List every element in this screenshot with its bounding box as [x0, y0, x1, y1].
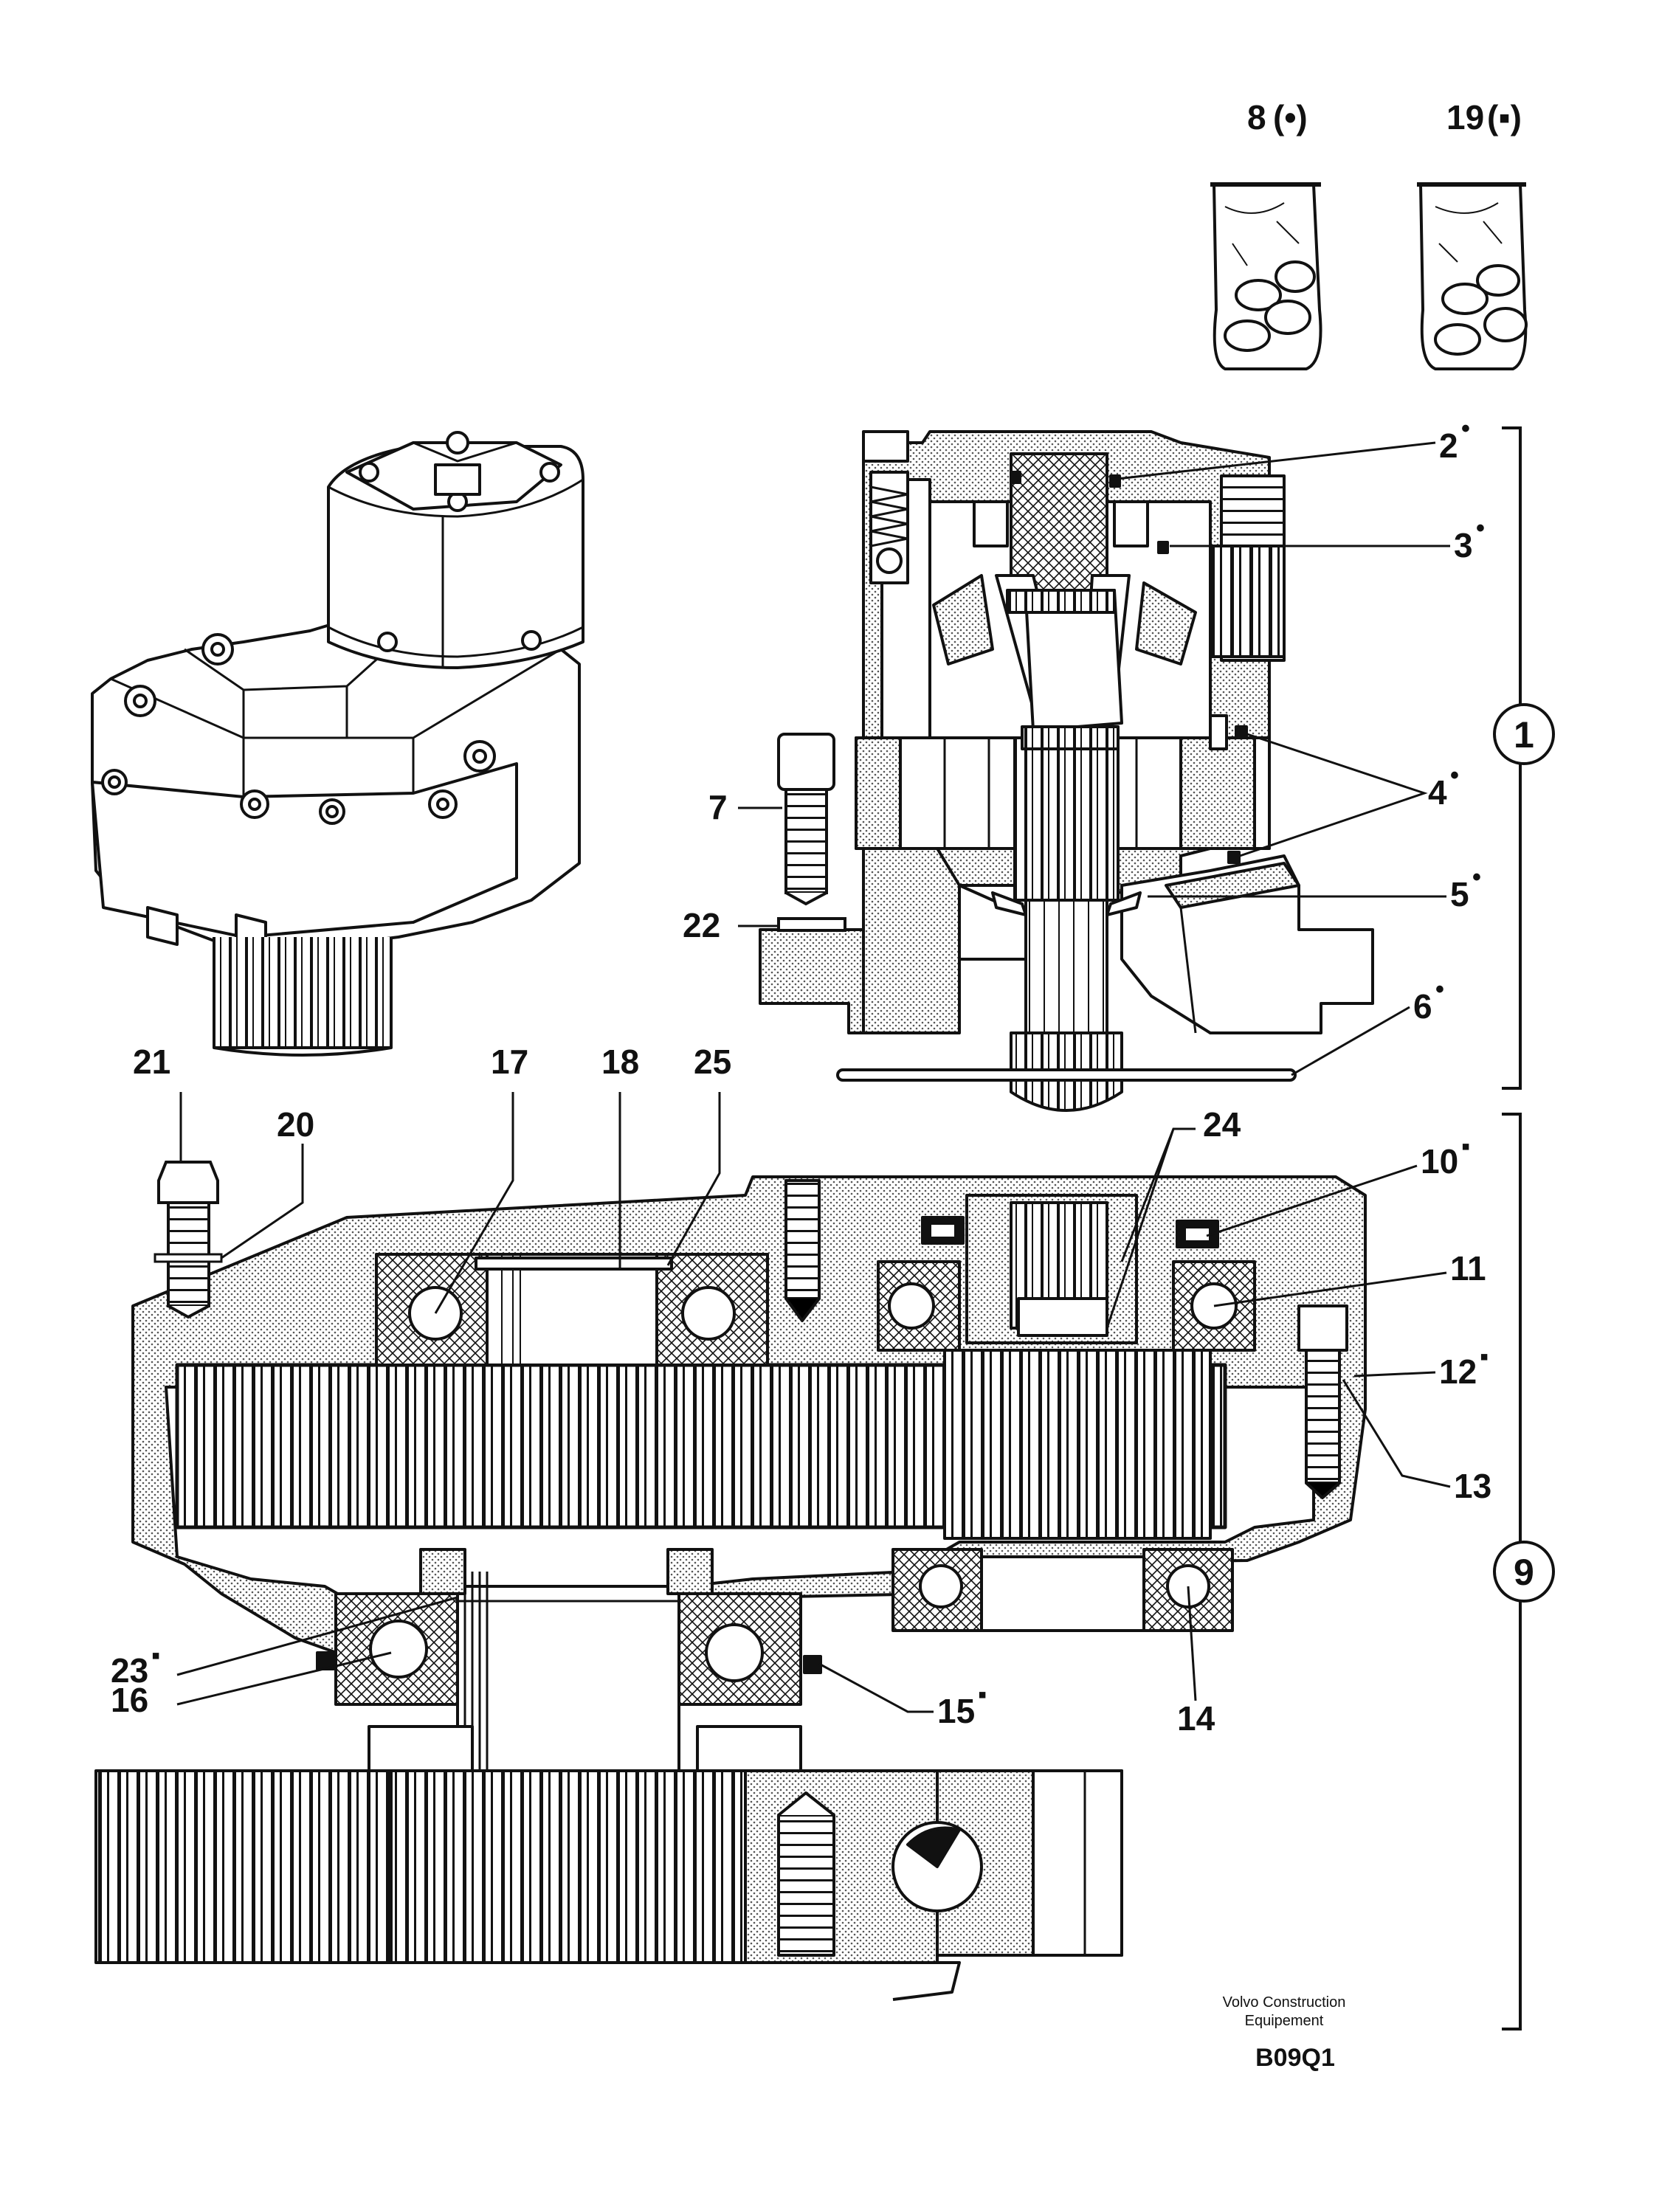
- label-15-mark: ▪: [978, 1681, 987, 1709]
- washer-22-drawing: [777, 917, 846, 932]
- diagram-code: B09Q1: [1255, 2044, 1335, 2072]
- label-12-mark: ▪: [1480, 1343, 1489, 1371]
- label-10: 10: [1421, 1142, 1458, 1181]
- output-shaft-section: [94, 1769, 1123, 2001]
- label-21: 21: [133, 1043, 170, 1081]
- group-circle-9: [1493, 1541, 1555, 1603]
- brand-line-1: Volvo Construction: [1223, 1994, 1346, 2011]
- bolt-7-drawing: [777, 733, 835, 906]
- gearbox-perspective-view: [91, 431, 584, 1057]
- part-labels: 8 (•) 19 (▪) 2 • 3 • 4 • 5 • 6 • 7 22 1 …: [111, 98, 1534, 1738]
- seal-kit-bag-19: [1417, 182, 1528, 370]
- brand-line-2: Equipement: [1245, 2013, 1324, 2029]
- label-24: 24: [1203, 1105, 1241, 1144]
- label-1: 1: [1514, 714, 1534, 756]
- label-9: 9: [1514, 1552, 1534, 1593]
- label-3: 3: [1454, 526, 1473, 564]
- label-14: 14: [1177, 1699, 1215, 1738]
- label-6-mark: •: [1435, 975, 1444, 1003]
- label-16: 16: [111, 1681, 148, 1719]
- leader-lines: [176, 441, 1451, 1713]
- bolt-21-drawing: [157, 1161, 219, 1319]
- label-5-mark: •: [1472, 863, 1481, 891]
- label-5: 5: [1450, 875, 1469, 913]
- label-3-mark: •: [1476, 514, 1485, 542]
- label-17: 17: [491, 1043, 528, 1081]
- label-8: 8: [1247, 98, 1266, 136]
- o-ring-6-drawing: [836, 1068, 1297, 1082]
- group-circle-1: [1493, 703, 1555, 765]
- label-2: 2: [1439, 426, 1458, 465]
- label-7: 7: [708, 788, 728, 826]
- label-13: 13: [1454, 1467, 1491, 1505]
- gear-train-section-view: [131, 1175, 1367, 1772]
- label-4: 4: [1428, 773, 1447, 812]
- label-2-mark: •: [1461, 415, 1470, 443]
- label-4-mark: •: [1450, 761, 1459, 789]
- washer-20-shape: [154, 1253, 223, 1263]
- label-19-mark: (▪): [1487, 98, 1522, 136]
- motor-section-view: [759, 430, 1374, 1112]
- label-8-mark: (•): [1273, 98, 1308, 136]
- label-12: 12: [1439, 1352, 1477, 1391]
- seal-kit-bag-8: [1210, 182, 1322, 370]
- label-23: 23: [111, 1651, 148, 1690]
- label-20: 20: [277, 1105, 314, 1144]
- label-15: 15: [937, 1692, 975, 1730]
- label-6: 6: [1413, 987, 1432, 1026]
- label-18: 18: [601, 1043, 639, 1081]
- label-19: 19: [1446, 98, 1484, 136]
- label-22: 22: [683, 906, 720, 944]
- label-10-mark: ▪: [1461, 1133, 1470, 1161]
- label-11: 11: [1450, 1249, 1486, 1288]
- label-23-mark: ▪: [151, 1642, 160, 1670]
- label-25: 25: [694, 1043, 731, 1081]
